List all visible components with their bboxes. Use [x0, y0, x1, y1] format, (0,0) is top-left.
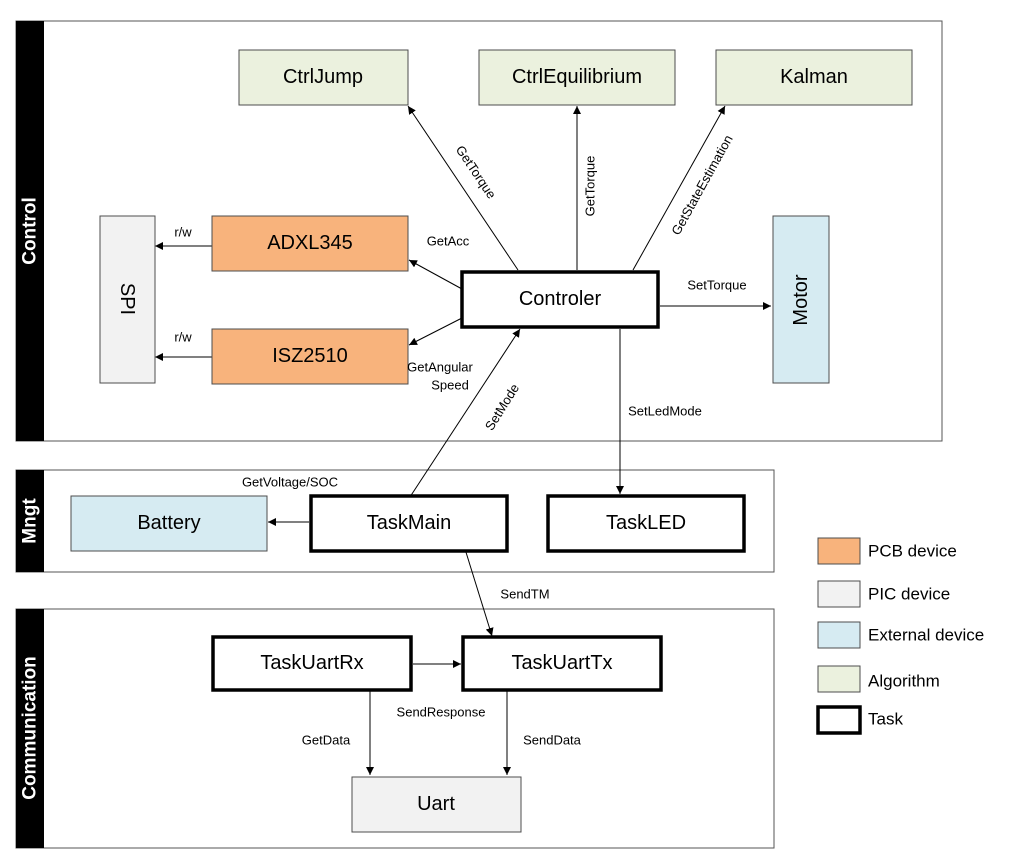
label-senddata: SendData	[523, 733, 582, 748]
label-getdata: GetData	[302, 733, 351, 748]
label-rw-adxl: r/w	[174, 225, 192, 240]
legend: PCB device PIC device External device Al…	[816, 537, 984, 735]
legend-item-task: Task	[816, 705, 903, 735]
node-kalman: Kalman	[715, 49, 913, 106]
label-sendtm: SendTM	[500, 587, 549, 602]
svg-text:ADXL345: ADXL345	[267, 232, 353, 254]
svg-text:PIC device: PIC device	[868, 585, 950, 604]
legend-swatch-pic	[817, 580, 861, 608]
node-spi: SPI	[99, 215, 156, 384]
node-motor: Motor	[772, 215, 830, 384]
node-uart: Uart	[351, 776, 522, 833]
svg-text:ISZ2510: ISZ2510	[272, 345, 348, 367]
svg-text:PCB device: PCB device	[868, 542, 957, 561]
svg-text:TaskLED: TaskLED	[606, 512, 686, 534]
legend-item-algorithm: Algorithm	[817, 665, 940, 693]
node-isz2510: ISZ2510	[211, 328, 409, 385]
communication-section-label: Communication	[20, 656, 41, 800]
svg-text:Motor: Motor	[790, 274, 812, 325]
node-taskuarttx: TaskUartTx	[461, 635, 663, 692]
legend-swatch-task	[816, 705, 862, 735]
label-getangular-line1: GetAngular	[407, 360, 473, 375]
label-getangular-line2: Speed	[431, 378, 469, 393]
edge-controler-adxl345	[408, 259, 463, 290]
edge-taskmain-controler	[407, 328, 521, 501]
legend-swatch-algorithm	[817, 665, 861, 693]
node-ctrlequilibrium: CtrlEquilibrium	[478, 49, 676, 106]
label-rw-isz: r/w	[174, 330, 192, 345]
svg-text:Kalman: Kalman	[780, 66, 848, 88]
svg-text:Task: Task	[868, 710, 903, 729]
svg-text:SPI: SPI	[116, 283, 138, 315]
svg-text:External device: External device	[868, 626, 984, 645]
legend-item-pic: PIC device	[817, 580, 950, 608]
edge-taskmain-taskuarttx	[464, 548, 494, 637]
node-adxl345: ADXL345	[211, 215, 409, 272]
edges	[155, 105, 771, 775]
mngt-section-band	[16, 470, 44, 572]
mngt-section-label: Mngt	[20, 498, 41, 544]
label-getacc: GetAcc	[427, 234, 470, 249]
node-taskmain: TaskMain	[309, 494, 509, 553]
svg-text:TaskUartTx: TaskUartTx	[511, 652, 612, 674]
legend-swatch-pcb	[817, 537, 861, 565]
label-getvoltage: GetVoltage/SOC	[242, 475, 338, 490]
edge-controler-isz2510	[408, 317, 463, 346]
label-setledmode: SetLedMode	[628, 404, 702, 419]
svg-text:Uart: Uart	[417, 793, 455, 815]
svg-text:TaskUartRx: TaskUartRx	[260, 652, 363, 674]
label-sendresponse: SendResponse	[397, 705, 486, 720]
legend-item-external: External device	[817, 621, 984, 649]
legend-item-pcb: PCB device	[817, 537, 957, 565]
svg-text:CtrlJump: CtrlJump	[283, 66, 363, 88]
svg-text:TaskMain: TaskMain	[367, 512, 451, 534]
communication-section-band	[16, 609, 44, 848]
label-settorque: SetTorque	[687, 278, 746, 293]
svg-text:Algorithm: Algorithm	[868, 672, 940, 691]
svg-text:Battery: Battery	[137, 512, 200, 534]
label-gettorque-eq: GetTorque	[583, 156, 598, 217]
node-battery: Battery	[70, 495, 268, 552]
legend-swatch-external	[817, 621, 861, 649]
control-section-band	[16, 21, 44, 441]
node-controler: Controler	[460, 270, 660, 329]
node-taskuartrx: TaskUartRx	[211, 635, 413, 692]
svg-text:Controler: Controler	[519, 288, 602, 310]
svg-text:CtrlEquilibrium: CtrlEquilibrium	[512, 66, 642, 88]
edge-controler-ctrljump	[407, 105, 519, 271]
control-section-label: Control	[20, 197, 41, 265]
edge-controler-kalman	[632, 105, 726, 271]
node-taskled: TaskLED	[546, 494, 746, 553]
node-ctrljump: CtrlJump	[238, 49, 409, 106]
